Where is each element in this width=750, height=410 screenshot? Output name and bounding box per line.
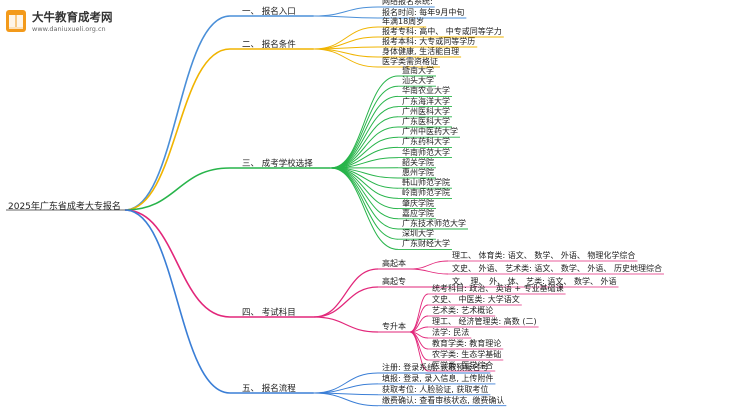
link [313,286,379,318]
leaf-item: 医学类: 医学综合 [432,361,494,370]
leaf-item: 医学类需资格证 [382,57,438,66]
sub-branch-2: 高起专 [382,277,406,286]
leaf-item: 岭南师范学院 [402,188,450,198]
leaf-item: 艺术类: 艺术概论 [432,306,494,315]
book-icon [6,10,26,32]
leaf-item: 广州医科大学 [402,106,450,116]
link [409,304,429,333]
branch-3: 三、 成考学校选择 [242,159,313,169]
link [313,316,379,333]
link [330,75,399,169]
link [330,167,399,220]
branch-5: 五、 报名流程 [242,384,296,394]
link [124,167,231,211]
leaf-item: 韶关学院 [402,157,434,167]
leaf-item: 广东药科大学 [402,137,450,147]
link [409,268,449,275]
leaf-item: 注册: 登录系统, 获取预报名号 [382,363,489,372]
leaf-item: 获取考位: 人脸验证, 获取考位 [382,384,489,394]
leaf-item: 嘉应学院 [402,208,434,218]
link [313,48,379,58]
link [313,268,379,318]
leaf-item: 广州中医药大学 [402,127,458,137]
link [409,331,429,372]
leaf-item: 文、 理、 外、 体、 艺类: 语文、 数学、 外语 [452,277,617,286]
link [409,260,449,270]
leaf-item: 华南农业大学 [402,86,450,96]
link [313,15,379,19]
leaf-item: 填报: 登录, 录入信息, 上传附件 [382,373,494,383]
leaf-item: 暨南大学 [402,66,434,75]
leaf-item: 身体健康, 生活能自理 [382,47,460,56]
leaf-item: 惠州学院 [402,168,434,177]
sub-branch-1: 高起本 [382,259,406,268]
branch-2: 二、 报名条件 [242,40,296,50]
link [313,48,379,68]
branch-4: 四、 考试科目 [242,308,296,318]
leaf-item: 华南师范大学 [402,147,450,157]
link [409,331,429,361]
leaf-item: 广东海洋大学 [402,96,450,106]
link [330,116,399,169]
link [313,383,379,394]
leaf-item: 肇庆学院 [402,198,434,208]
link [313,6,379,17]
leaf-item: 广东医科大学 [402,117,450,126]
leaf-item: 广东技术师范大学 [402,219,466,228]
leaf-item: 理工、 体育类: 语文、 数学、 外语、 物理化学综合 [452,251,636,260]
link [330,167,399,250]
link [330,106,399,169]
leaf-item: 法学: 民法 [432,328,470,337]
link [409,293,429,333]
link [330,85,399,169]
leaf-item: 缴费确认: 查看审核状态, 缴费确认 [382,395,505,405]
leaf-item: 广东财经大学 [402,239,450,249]
leaf-item: 教育学类: 教育理论 [432,339,502,348]
link [313,372,379,394]
link [124,209,231,394]
leaf-item: 深圳大学 [402,229,434,239]
link [313,26,379,50]
leaf-item: 汕头大学 [402,76,434,86]
leaf-item: 农学类: 生态学基础 [432,350,502,359]
sub-branch-3: 专升本 [382,322,406,331]
link [124,209,231,318]
branch-1: 一、 报名入口 [242,7,296,17]
link [124,48,231,211]
logo-title: 大牛教育成考网 [32,10,113,24]
root-topic: 2025年广东省成考大专报名 [8,202,121,212]
link [124,15,231,211]
link [313,392,379,407]
leaf-item: 报考专科: 高中、 中专或同等学力 [382,27,502,36]
leaf-item: 韩山师范学院 [402,178,450,188]
leaf-item: 理工、 经济管理类: 高数 (二) [432,317,537,326]
leaf-item: 网络报名系统: [382,0,433,6]
logo-url: www.daniuxueli.org.cn [32,25,106,33]
link [330,95,399,169]
leaf-item: 报名时间: 每年9月中旬 [382,8,465,17]
site-logo: 大牛教育成考网 www.daniuxueli.org.cn [4,4,154,44]
leaf-item: 文史、 外语、 艺术类: 语文、 数学、 外语、 历史地理综合 [452,264,662,273]
leaf-item: 报考本科: 大专或同等学历 [382,37,476,46]
leaf-item: 统考科目: 政治、 英语 + 专业基础课 [432,284,564,293]
leaf-item: 文史、 中医类: 大学语文 [432,295,520,304]
leaf-item: 年满18周岁 [382,17,425,26]
